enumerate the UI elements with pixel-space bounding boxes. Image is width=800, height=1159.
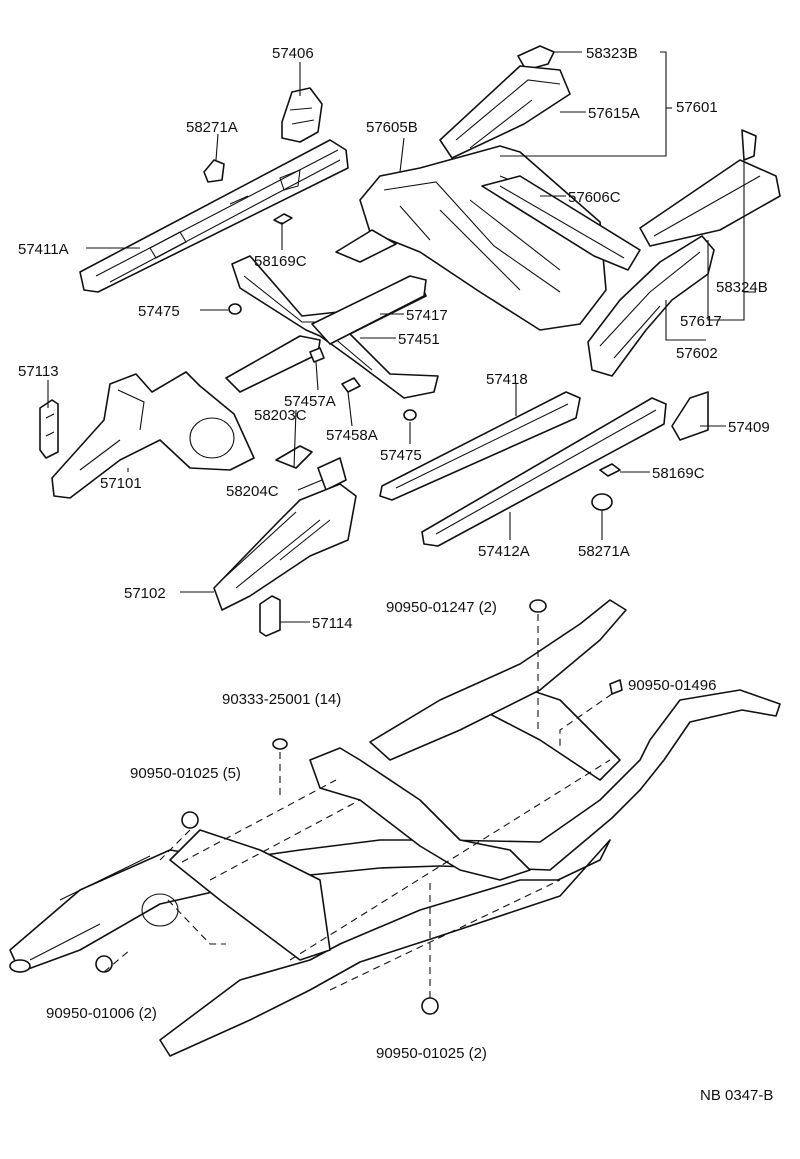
part-57113-plate[interactable]	[39, 399, 59, 459]
leader-lines	[47, 51, 756, 623]
label-57418: 57418	[486, 371, 528, 388]
label-57475-left: 57475	[138, 303, 180, 320]
part-57615A-rail[interactable]	[439, 65, 571, 159]
part-57411A-rail[interactable]	[79, 139, 349, 293]
label-57458A: 57458A	[326, 427, 378, 444]
label-57605B: 57605B	[366, 119, 418, 136]
label-58169C-right: 58169C	[652, 465, 705, 482]
label-57475-right: 57475	[380, 447, 422, 464]
label-57102: 57102	[124, 585, 166, 602]
fastener-guide-lines	[103, 614, 613, 998]
part-57457A[interactable]	[309, 347, 325, 363]
label-57617: 57617	[680, 313, 722, 330]
label-57406: 57406	[272, 45, 314, 62]
chassis-frame[interactable]	[9, 599, 781, 1057]
part-57102-front-member[interactable]	[213, 483, 357, 611]
fastener-90950-01025-5[interactable]	[181, 811, 199, 829]
label-90950-01006: 90950-01006 (2)	[46, 1005, 157, 1022]
label-90950-01025-5: 90950-01025 (5)	[130, 765, 241, 782]
label-90333-25001: 90333-25001 (14)	[222, 691, 341, 708]
part-57114-plate[interactable]	[259, 595, 281, 637]
part-57418-rail[interactable]	[379, 391, 581, 501]
label-57412A: 57412A	[478, 543, 530, 560]
fastener-90950-01496[interactable]	[609, 679, 623, 695]
part-labels: 57406 58323B 57601 58271A 57605B 57615A …	[18, 45, 773, 1104]
part-57101-apron[interactable]	[51, 371, 255, 499]
label-90950-01247: 90950-01247 (2)	[386, 599, 497, 616]
label-57113: 57113	[18, 363, 59, 380]
part-57406-bracket[interactable]	[281, 87, 323, 143]
label-57114: 57114	[312, 615, 353, 632]
label-57451: 57451	[398, 331, 440, 348]
label-57601: 57601	[676, 99, 718, 116]
part-58169C-top[interactable]	[273, 213, 293, 225]
label-57602: 57602	[676, 345, 718, 362]
label-58271A-bottom: 58271A	[578, 543, 630, 560]
part-58271A-top[interactable]	[203, 159, 225, 183]
part-57475-grommet-left[interactable]	[228, 303, 242, 315]
part-57602-side-rail[interactable]	[587, 235, 715, 377]
part-57475-grommet-right[interactable]	[403, 409, 417, 421]
label-57457A: 57457A	[284, 393, 336, 410]
label-57411A: 57411A	[18, 241, 69, 258]
label-57409: 57409	[728, 419, 770, 436]
label-57606C: 57606C	[568, 189, 621, 206]
label-90950-01025-2: 90950-01025 (2)	[376, 1045, 487, 1062]
label-58169C-top: 58169C	[254, 253, 307, 270]
part-58271A-bottom[interactable]	[591, 493, 613, 511]
fastener-90950-01006[interactable]	[95, 955, 113, 973]
label-58203C: 58203C	[254, 407, 307, 424]
label-58324B: 58324B	[716, 279, 768, 296]
part-57617-rail[interactable]	[639, 129, 781, 247]
label-57615A: 57615A	[588, 105, 640, 122]
part-57606C-crossmember[interactable]	[481, 175, 641, 271]
fastener-90950-01025-2[interactable]	[421, 997, 439, 1015]
part-57409-bracket[interactable]	[671, 391, 709, 441]
label-58204C: 58204C	[226, 483, 279, 500]
part-58169C-right[interactable]	[599, 463, 621, 477]
fastener-90333-25001[interactable]	[272, 738, 288, 750]
label-58323B: 58323B	[586, 45, 638, 62]
part-58204C-bracket[interactable]	[317, 457, 347, 491]
part-57412A-rail[interactable]	[421, 397, 667, 547]
label-58271A-top: 58271A	[186, 119, 238, 136]
label-57417: 57417	[406, 307, 448, 324]
label-90950-01496: 90950-01496	[628, 677, 716, 694]
diagram-reference-code: NB 0347-B	[700, 1087, 773, 1104]
part-57458A[interactable]	[341, 377, 361, 393]
label-57101: 57101	[100, 475, 142, 492]
part-57418-upper-member[interactable]	[225, 335, 321, 393]
part-57417-member[interactable]	[311, 275, 427, 345]
fastener-90950-01247[interactable]	[529, 599, 547, 613]
